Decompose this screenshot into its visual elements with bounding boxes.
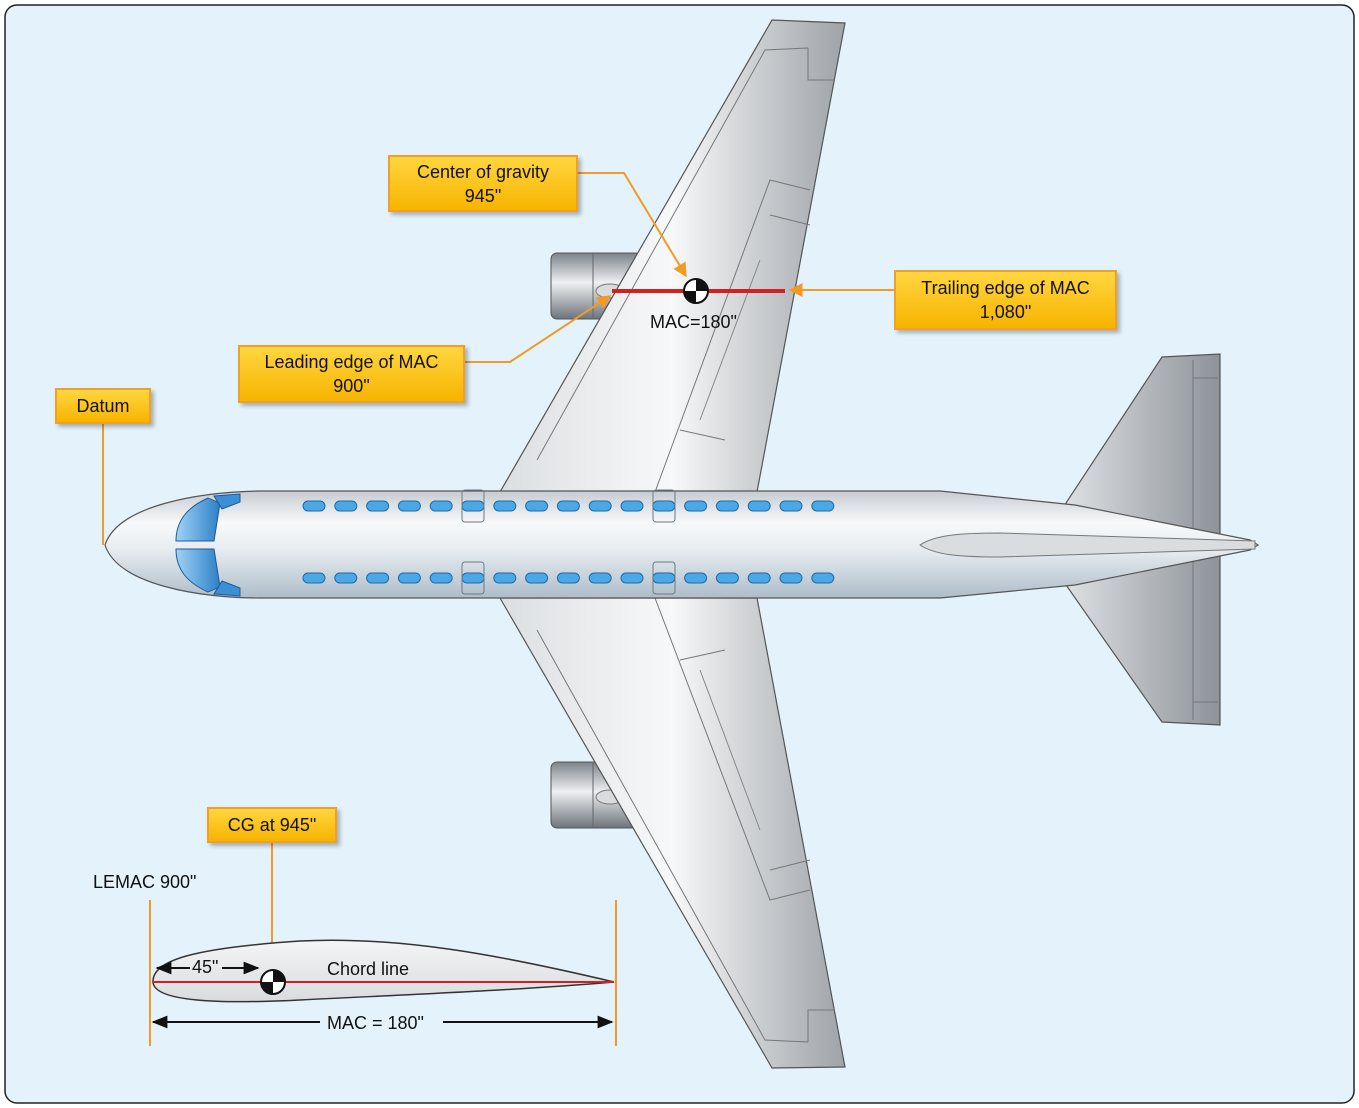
callout-trailing-edge-title: Trailing edge of MAC [921, 278, 1090, 298]
door [652, 561, 676, 595]
window [334, 572, 358, 584]
leader-center-of-gravity [578, 172, 687, 278]
window [493, 572, 517, 584]
callout-cg-at-title: CG at 945" [227, 815, 317, 835]
leader-leading-edge [465, 295, 612, 363]
lemac-label: LEMAC 900" [93, 872, 197, 892]
window [397, 572, 421, 584]
window [429, 572, 453, 584]
window [525, 500, 549, 512]
window [461, 500, 485, 512]
window [366, 572, 390, 584]
mac-dimension-label: MAC = 180" [327, 1013, 424, 1033]
window [747, 500, 771, 512]
window [620, 500, 644, 512]
window [334, 500, 358, 512]
door [461, 561, 485, 595]
window [652, 572, 676, 584]
window [556, 572, 580, 584]
window [302, 572, 326, 584]
callout-center-of-gravity: Center of gravity 945" [388, 155, 578, 212]
chord-line-label: Chord line [327, 959, 410, 979]
window [556, 500, 580, 512]
fuselage-spine [919, 532, 1256, 558]
window [747, 572, 771, 584]
door [652, 489, 676, 523]
window [493, 500, 517, 512]
window [715, 500, 739, 512]
callout-datum-title: Datum [76, 396, 130, 416]
callout-trailing-edge: Trailing edge of MAC 1,080" [894, 270, 1117, 330]
callout-center-of-gravity-value: 945" [464, 185, 502, 206]
window [429, 500, 453, 512]
window [461, 572, 485, 584]
wing-upper [498, 19, 846, 493]
cg-symbol-airfoil [260, 969, 286, 995]
window [620, 572, 644, 584]
window [588, 572, 612, 584]
window [684, 500, 708, 512]
fuselage [104, 490, 1260, 599]
window [366, 500, 390, 512]
offset-label: 45" [192, 957, 219, 977]
callout-leading-edge-title: Leading edge of MAC [264, 352, 439, 372]
window [811, 500, 835, 512]
window [525, 572, 549, 584]
window [811, 572, 835, 584]
window [684, 572, 708, 584]
window [779, 572, 803, 584]
window [397, 500, 421, 512]
callout-cg-at: CG at 945" [207, 807, 337, 843]
window [588, 500, 612, 512]
callout-trailing-edge-value: 1,080" [979, 302, 1032, 322]
mac-label: MAC=180" [650, 312, 737, 332]
window [715, 572, 739, 584]
callout-datum: Datum [55, 388, 151, 424]
cg-symbol-wing [683, 278, 709, 304]
passenger-windows [302, 489, 835, 595]
window [779, 500, 803, 512]
cockpit-windows [175, 493, 241, 597]
door [461, 489, 485, 523]
callout-leading-edge: Leading edge of MAC 900" [238, 345, 465, 403]
window [302, 500, 326, 512]
callout-leading-edge-value: 900" [333, 376, 370, 396]
callout-center-of-gravity-title: Center of gravity [416, 161, 550, 182]
window [652, 500, 676, 512]
